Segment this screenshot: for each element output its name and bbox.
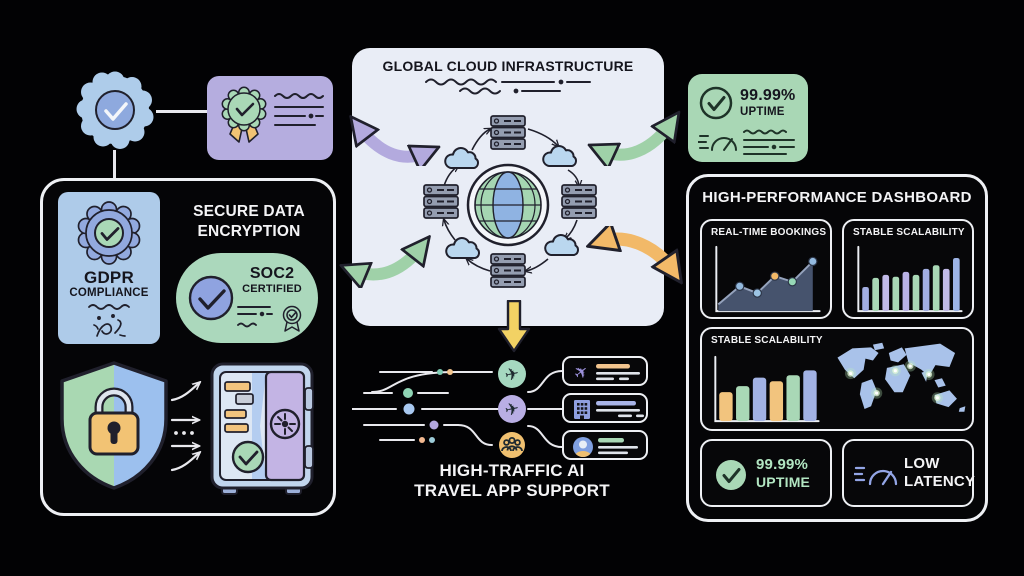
dashboard-uptime-card: 99.99% UPTIME (700, 439, 832, 507)
soc2-detail-lines (237, 305, 302, 332)
low-latency-card: LOW LATENCY (842, 439, 976, 507)
svg-text:✈: ✈ (503, 364, 521, 387)
dashboard-title: HIGH-PERFORMANCE DASHBOARD (702, 189, 972, 206)
arrow-purple-topleft (336, 104, 446, 166)
cloud-network-diagram (423, 115, 597, 288)
uptime-card: 99.99% UPTIME (688, 74, 808, 162)
profile-text-lines (598, 438, 638, 455)
connector-line-vertical (113, 150, 116, 180)
arrow-green-topright (584, 104, 692, 166)
gdpr-badge-icon (77, 201, 141, 265)
world-map (837, 342, 966, 412)
server-icons (423, 115, 597, 288)
uptime-label: UPTIME (740, 106, 785, 118)
scalability-top-chart (857, 245, 963, 313)
branch-connectors (527, 370, 563, 448)
left-panel-title: SECURE DATA ENCRYPTION (193, 203, 305, 241)
scalability-bottom-title: STABLE SCALABILITY (711, 335, 823, 346)
gdpr-sublabel: COMPLIANCE (69, 287, 149, 299)
latency-label-1: LOW (904, 455, 940, 472)
user-avatar-icon (573, 437, 593, 457)
flight-text-lines (596, 364, 640, 381)
soc2-pill: SOC2 CERTIFIED (176, 253, 318, 343)
cloud-icons (444, 145, 579, 259)
bottom-caption-line1: HIGH-TRAFFIC AI (439, 461, 585, 480)
bottom-caption-line2: TRAVEL APP SUPPORT (414, 481, 610, 500)
vault-safe-icon (210, 362, 314, 495)
soc2-label: SOC2 (249, 265, 295, 282)
soc2-check-icon (188, 275, 234, 321)
hotel-text-lines (596, 401, 644, 418)
flight-item-card: ✈ (562, 356, 648, 386)
certificate-text-lines (274, 93, 324, 126)
gauge-and-lines-icon (698, 129, 795, 155)
title-underline-squiggle (425, 78, 591, 95)
latency-label-2: LATENCY (904, 473, 976, 490)
people-circle-orange-icon (499, 432, 525, 458)
arrow-orange-bottomright (582, 226, 694, 290)
arrow-yellow-down (497, 300, 531, 353)
dashboard-uptime-check-icon (716, 460, 746, 490)
flight-plane-icon: ✈ (570, 361, 594, 384)
realtime-bookings-title: REAL-TIME BOOKINGS (711, 227, 827, 238)
profile-item-card (562, 430, 648, 460)
uptime-check-icon (699, 86, 733, 120)
plane-circle-green-icon: ✈ (498, 360, 526, 388)
award-ribbon-icon (221, 86, 267, 143)
dashboard-uptime-value: 99.99% (756, 456, 809, 473)
connector-line-horizontal (156, 110, 208, 113)
realtime-bookings-chart (715, 245, 821, 313)
scribble-doodle-icon (93, 314, 126, 337)
shield-lock-icon (60, 361, 168, 490)
svg-text:✈: ✈ (570, 361, 594, 384)
map-location-dots (844, 360, 943, 404)
soc2-sublabel: CERTIFIED (242, 283, 302, 295)
scalability-card-top: STABLE SCALABILITY (842, 219, 974, 319)
hotel-building-icon (574, 400, 590, 419)
svg-text:✈: ✈ (503, 399, 521, 422)
scalability-map-card: STABLE SCALABILITY (700, 327, 974, 431)
realtime-bookings-card: REAL-TIME BOOKINGS (700, 219, 832, 319)
gdpr-label: GDPR (84, 268, 134, 287)
hotel-item-card (562, 393, 648, 423)
wavy-underline (88, 304, 130, 310)
scalability-top-title: STABLE SCALABILITY (853, 227, 965, 238)
arrow-green-bottomleft (336, 228, 442, 288)
uptime-value: 99.99% (740, 87, 796, 104)
scalability-bottom-chart (714, 355, 820, 423)
dashboard-panel: HIGH-PERFORMANCE DASHBOARD REAL-TIME BOO… (686, 174, 988, 522)
data-flow-arrows (170, 378, 212, 472)
certificate-card (207, 76, 333, 160)
plane-circle-purple-icon: ✈ (498, 395, 526, 423)
circuit-lines (352, 369, 499, 446)
latency-gauge-icon (854, 466, 898, 486)
center-panel-title: GLOBAL CLOUD INFRASTRUCTURE (382, 58, 634, 74)
verified-seal-icon (76, 71, 154, 149)
gdpr-card: GDPR COMPLIANCE (58, 192, 160, 344)
dashboard-uptime-label: UPTIME (756, 474, 811, 490)
